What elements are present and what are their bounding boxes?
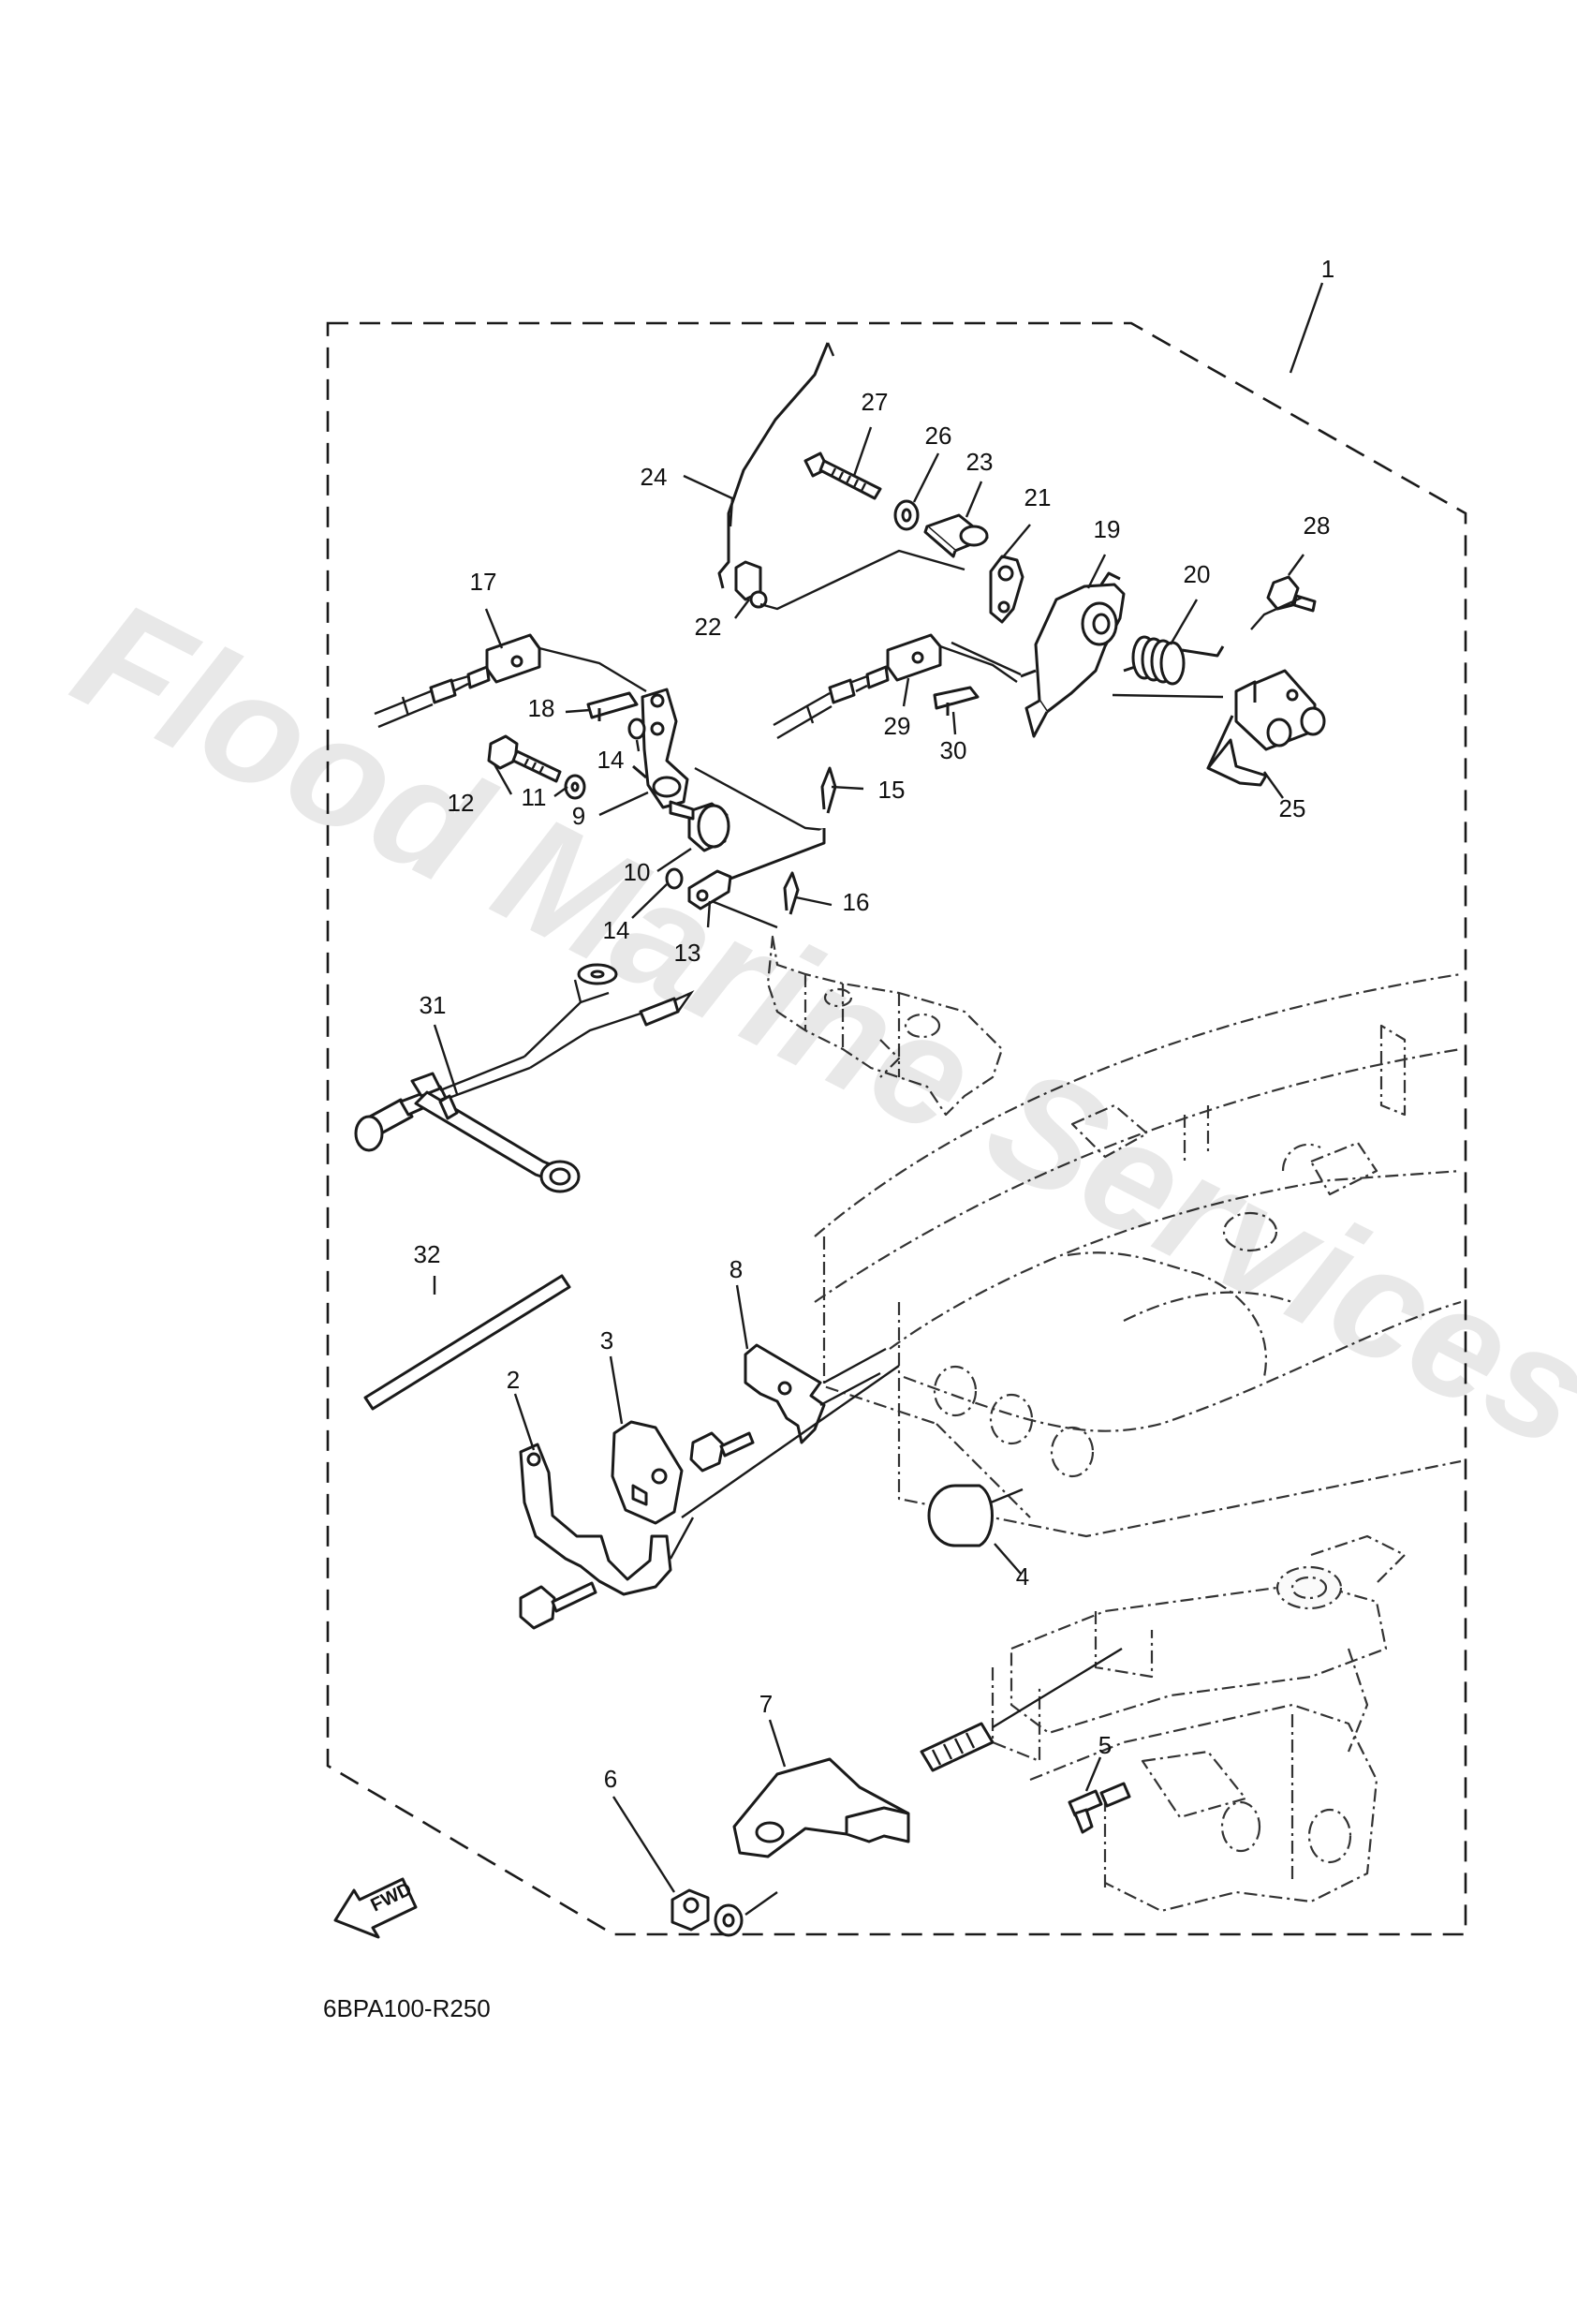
part-29-joint (886, 633, 942, 682)
assembly-border (326, 321, 1467, 1936)
part-3-pad (611, 1420, 684, 1525)
callout-29: 29 (884, 712, 911, 740)
part-19-lever (1020, 571, 1126, 738)
callout-14: 14 (603, 916, 630, 944)
part-6-nut (671, 1888, 710, 1932)
part-8-plate (744, 1343, 826, 1444)
bottom-cowling (814, 972, 1462, 1538)
part-4-plug (927, 1484, 994, 1547)
watermark: Flood Marine Services (51, 567, 1577, 1482)
callout-22: 22 (695, 613, 722, 641)
part-12-bolt (487, 734, 562, 783)
part-8-bolt (689, 1431, 755, 1473)
stud (920, 1722, 995, 1772)
part-13-lever (687, 869, 732, 910)
part-9-lever (632, 688, 689, 809)
part-16-clip (783, 871, 800, 915)
callout-16: 16 (843, 888, 870, 916)
callout-5: 5 (1098, 1731, 1112, 1759)
callout-8: 8 (730, 1255, 743, 1283)
fwd-arrow: FWD (333, 1877, 418, 1939)
swivel-bracket (991, 1534, 1407, 1913)
callout-9: 9 (572, 802, 585, 830)
callout-26: 26 (925, 422, 952, 450)
part-18-clip (586, 691, 639, 721)
callout-10: 10 (624, 858, 651, 886)
callout-27: 27 (862, 388, 889, 416)
callout-21: 21 (1024, 483, 1052, 511)
part-23-collar (923, 513, 989, 558)
throttle-cable (374, 665, 491, 729)
part-10-pin (669, 800, 730, 852)
callout-24: 24 (641, 463, 668, 491)
callout-23: 23 (966, 448, 994, 476)
part-14-washer-lower (665, 867, 684, 890)
callout-6: 6 (604, 1765, 617, 1793)
part-30-clip (933, 686, 980, 716)
part-14-washer-upper (627, 718, 646, 740)
part-2-bolt (519, 1581, 597, 1630)
part-6-washer (714, 1903, 744, 1937)
callout-3: 3 (600, 1326, 613, 1354)
callout-19: 19 (1094, 515, 1121, 543)
part-11-washer (564, 774, 586, 800)
part-27-bolt (803, 451, 882, 500)
part-20-spring (1123, 635, 1225, 686)
drawing-code: 6BPA100-R250 (323, 1994, 491, 2022)
callout-11: 11 (522, 783, 547, 811)
callout-15: 15 (878, 776, 906, 804)
part-31-stop-switch (354, 963, 695, 1193)
part-2-bracket (519, 1443, 672, 1596)
part-5-fitting (1068, 1782, 1131, 1834)
callout-labels: 1234567891011121314141516171819202122232… (414, 255, 1335, 1793)
callout-2: 2 (507, 1366, 520, 1394)
callout-18: 18 (528, 694, 555, 722)
part-17-joint (485, 633, 541, 684)
callout-1: 1 (1321, 255, 1334, 283)
callout-20: 20 (1184, 560, 1211, 588)
callout-7: 7 (759, 1690, 773, 1718)
part-22-joint (734, 560, 768, 609)
callout-25: 25 (1279, 794, 1306, 822)
part-28-bolt (1266, 575, 1317, 613)
part-15-clip (820, 766, 837, 814)
part-26-washer (893, 499, 920, 531)
callout-14: 14 (597, 746, 625, 774)
callout-13: 13 (674, 939, 701, 967)
callout-17: 17 (470, 568, 497, 596)
callout-30: 30 (940, 736, 967, 764)
callout-4: 4 (1016, 1562, 1029, 1591)
shift-cable (773, 665, 890, 740)
part-24-link-rod (717, 342, 830, 589)
callout-12: 12 (448, 789, 475, 817)
part-7-bracket (732, 1757, 910, 1858)
callout-leaders (433, 282, 1324, 1893)
callout-32: 32 (414, 1240, 441, 1268)
callout-31: 31 (420, 991, 447, 1019)
part-25-bracket (1206, 669, 1326, 787)
part-21-plate (989, 555, 1024, 624)
callout-28: 28 (1304, 511, 1331, 540)
throttle-body (766, 935, 1004, 1117)
part-32-rod (363, 1274, 571, 1411)
